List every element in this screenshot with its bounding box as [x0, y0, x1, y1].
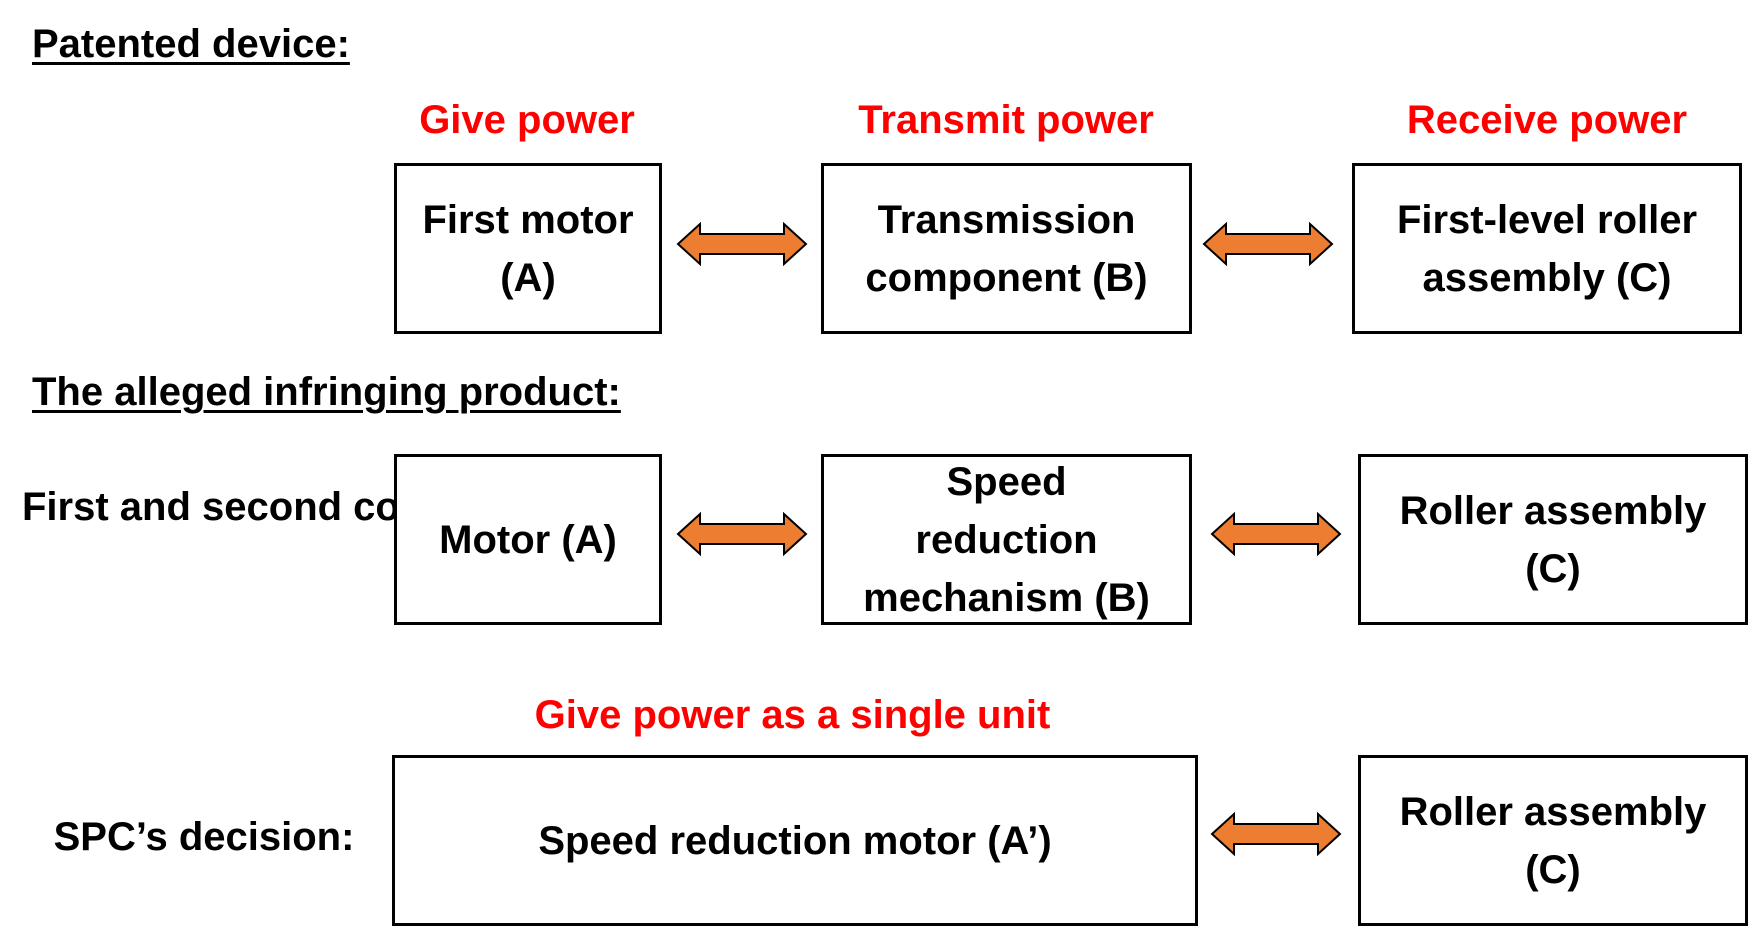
label-give-power: Give power: [419, 98, 635, 142]
box-roller-assembly-court-text: Roller assembly (C): [1399, 488, 1707, 591]
label-transmit-power: Transmit power: [858, 98, 1154, 142]
double-headed-arrow-icon: [1202, 222, 1334, 266]
box-first-level-roller-assembly: First-level roller assembly (C): [1352, 163, 1742, 334]
box-transmission-component-text: Transmission component (B): [865, 197, 1148, 300]
box-speed-reduction-mechanism: Speed reduction mechanism (B): [821, 454, 1192, 625]
label-give-power-as-a-single-unit: Give power as a single unit: [534, 693, 1051, 737]
box-speed-reduction-motor: Speed reduction motor (A’): [392, 755, 1198, 926]
box-roller-assembly-spc-text: Roller assembly (C): [1399, 789, 1707, 892]
label-spc-decision: SPC’s decision:: [53, 815, 355, 859]
heading-patented-device: Patented device:: [32, 22, 350, 66]
box-first-motor: First motor (A): [394, 163, 662, 334]
box-roller-assembly-court: Roller assembly (C): [1358, 454, 1748, 625]
box-transmission-component: Transmission component (B): [821, 163, 1192, 334]
box-speed-reduction-mechanism-text: Speed reduction mechanism (B): [863, 459, 1150, 620]
box-motor: Motor (A): [394, 454, 662, 625]
box-roller-assembly-spc: Roller assembly (C): [1358, 755, 1748, 926]
double-headed-arrow-icon: [676, 222, 808, 266]
double-headed-arrow-icon: [676, 512, 808, 556]
double-headed-arrow-icon: [1210, 812, 1342, 856]
label-first-and-second-court-decision: First and second court decision:: [22, 485, 640, 529]
label-receive-power: Receive power: [1406, 98, 1688, 142]
heading-alleged-infringing-product: The alleged infringing product:: [32, 370, 621, 414]
double-headed-arrow-icon: [1210, 512, 1342, 556]
box-motor-text: Motor (A): [439, 517, 617, 562]
box-speed-reduction-motor-text: Speed reduction motor (A’): [538, 818, 1052, 863]
box-first-level-roller-assembly-text: First-level roller assembly (C): [1396, 197, 1698, 300]
box-first-motor-text: First motor (A): [422, 197, 634, 300]
